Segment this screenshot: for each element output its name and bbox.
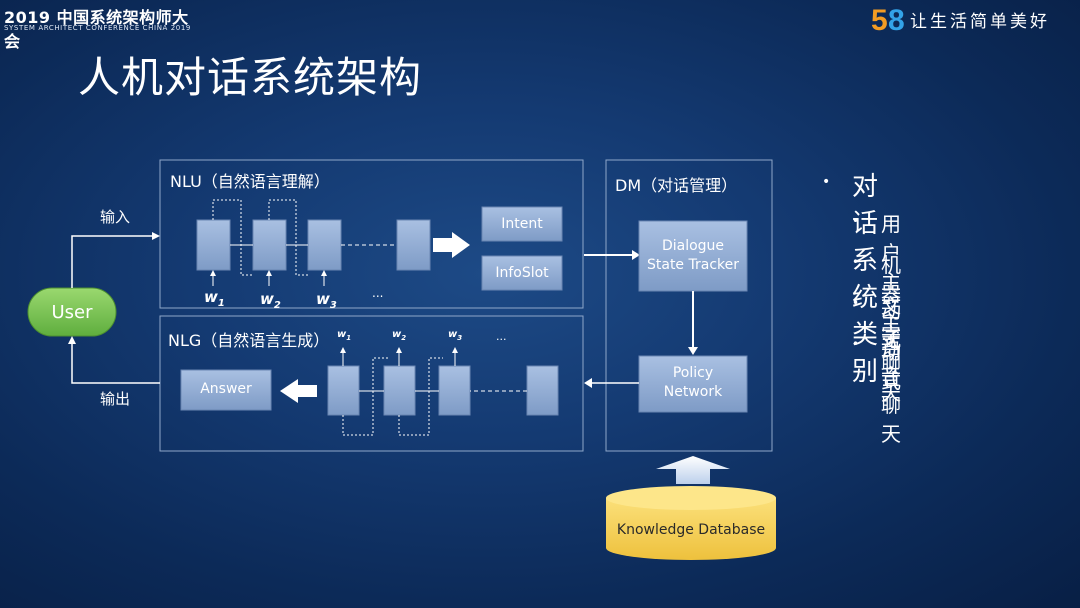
nlg-output-arrowhead-3 [452,347,458,353]
input-label: 输入 [100,208,131,226]
dialogue-state-tracker-box [638,220,748,292]
nlg-decoder-cell-4 [526,365,559,416]
nlg-ellipsis: ... [496,330,507,343]
nlg-decoder-cell-3 [438,365,471,416]
bullet-dot-icon: • [852,337,860,351]
bullet-item-text-2: 机器主动式 [881,253,901,393]
dialogue-state-tracker-label: Dialogue State Tracker [639,237,747,275]
nlu-panel [159,159,584,309]
bullet-dot-icon: • [852,255,860,269]
tracker-to-policy-arrowhead [688,347,698,355]
dm-panel-label: DM（对话管理） [615,176,738,195]
output-label: 输出 [100,390,131,408]
nlu-to-dm-arrowhead [632,250,640,260]
logo-digit-8: 8 [888,4,905,36]
nlu-word-label-2: w2 [260,290,281,311]
nlu-word-label-3: w3 [316,290,337,311]
dm-to-nlg-arrowhead [584,378,592,388]
answer-label: Answer [200,381,252,397]
policy-line-1: Policy [672,365,714,381]
knowledge-up-arrow [656,456,730,484]
slogan: 让生活简单美好 [910,12,1050,32]
dm-panel [605,159,773,452]
input-arrowhead [152,232,160,240]
bullet-dot-icon: • [822,174,831,190]
nlg-decoder-cell-2 [383,365,416,416]
intent-box [481,206,563,242]
user-label: User [51,302,93,323]
nlg-word-label-3: w3 [448,329,463,342]
nlu-skip-1 [212,199,253,276]
nlg-output-arrowhead-2 [396,347,402,353]
nlg-to-answer-arrow [280,379,317,403]
nlg-output-arrowhead-1 [340,347,346,353]
answer-box [180,369,272,411]
conference-title: 2019 中国系统架构师大会 [4,8,189,51]
bullet-dot-icon: • [852,296,860,310]
nlu-encoder-cell-3 [307,219,342,271]
tracker-line-1: Dialogue [661,238,725,254]
slide-title: 人机对话系统架构 [78,53,423,102]
conference-header: 2019 中国系统架构师大会 SYSTEM ARCHITECT CONFEREN… [0,0,200,51]
nlu-panel-label: NLU（自然语言理解） [170,172,330,191]
policy-line-2: Network [663,384,723,400]
nlg-word-label-1: w1 [337,329,352,342]
nlu-input-arrowhead-1 [210,270,216,276]
nlu-word-label-1: w1 [204,288,225,309]
nlu-input-arrowhead-3 [321,270,327,276]
bullet-item-text-1: 用户主动式 [881,212,901,352]
nlu-input-arrowhead-2 [266,270,272,276]
bullet-item-text-4: 语音聊天 [881,335,901,446]
logo-58-icon: 5 8 [871,4,905,36]
nlu-encoder-cell-4 [396,219,431,271]
nlg-feedback-1 [342,357,388,436]
infoslot-box [481,255,563,291]
nlu-encoder-cell-2 [252,219,287,271]
nlu-encoder-cell-1 [196,219,231,271]
knowledge-database-label: Knowledge Database [616,522,766,538]
nlg-decoder-cell-1 [327,365,360,416]
conference-subtitle: SYSTEM ARCHITECT CONFERENCE CHINA 2019 [4,24,191,32]
output-connector [71,338,160,384]
input-connector [71,235,158,288]
logo-digit-5: 5 [871,4,888,36]
output-arrowhead [68,336,76,344]
tracker-line-2: State Tracker [646,257,739,273]
nlg-panel-label: NLG（自然语言生成） [168,331,330,350]
knowledge-database-top [606,486,776,510]
bullet-item-text-3: 文字聊天 [881,294,901,405]
infoslot-label: InfoSlot [495,265,549,281]
nlu-ellipsis: ... [372,286,384,300]
nlg-word-label-2: w2 [392,329,407,342]
nlg-feedback-2 [398,357,443,436]
nlu-to-output-arrow [433,232,470,258]
intent-label: Intent [501,216,543,232]
policy-network-box [638,355,748,413]
company-logo: 5 8 让生活简单美好 [870,2,1080,36]
bullet-dot-icon: • [852,214,860,228]
bullet-main-text: 对话系统类别 [852,172,879,387]
policy-network-label: Policy Network [639,364,747,402]
nlu-skip-2 [268,199,308,276]
knowledge-database-cylinder [606,498,776,560]
